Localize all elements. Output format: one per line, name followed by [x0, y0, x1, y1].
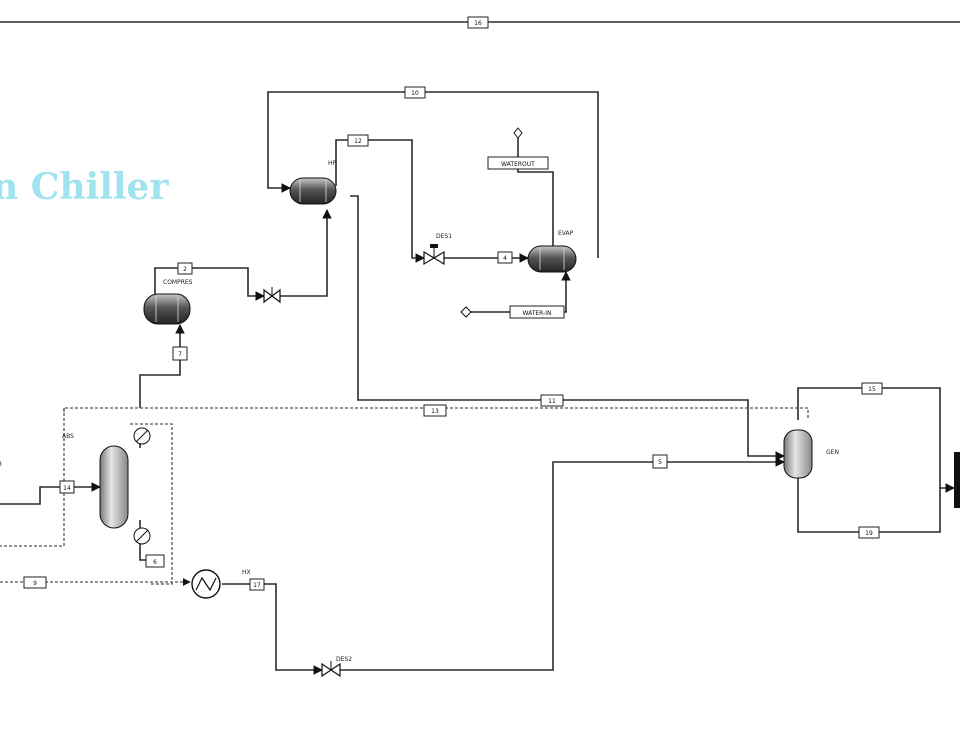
tag-9[interactable]: 9 — [23, 576, 47, 589]
svg-text:17: 17 — [253, 582, 261, 589]
svg-text:5: 5 — [658, 459, 662, 466]
svg-text:7: 7 — [178, 351, 182, 358]
stream-line-7 — [139, 324, 185, 408]
tag-13[interactable]: 13 — [423, 404, 447, 417]
tag-10[interactable]: 10 — [404, 86, 426, 99]
stream-line-waterout — [517, 138, 554, 246]
gen-label: GEN — [826, 449, 839, 456]
svg-text:13: 13 — [431, 408, 439, 415]
svg-text:14: 14 — [63, 485, 71, 492]
abs-boundary — [130, 423, 173, 585]
tag-2[interactable]: 2 — [177, 262, 193, 275]
evap-vessel[interactable] — [527, 245, 577, 273]
abs-label: ABS — [62, 433, 74, 440]
abs-column[interactable] — [99, 427, 151, 545]
compres-valve[interactable] — [263, 287, 281, 304]
evap-label: EVAP — [558, 230, 574, 237]
svg-text:15: 15 — [868, 386, 876, 393]
tag-15[interactable]: 15 — [861, 382, 883, 395]
svg-text:12: 12 — [354, 138, 362, 145]
stream-line-waterin — [466, 271, 571, 313]
waterin-terminal-icon — [460, 306, 472, 318]
svg-text:WATER-IN: WATER-IN — [522, 310, 551, 317]
tag-16[interactable]: 16 — [467, 16, 489, 29]
tag-3: 3 — [0, 461, 2, 468]
tag-12[interactable]: 12 — [347, 134, 369, 147]
svg-text:10: 10 — [411, 90, 419, 97]
svg-text:WATEROUT: WATEROUT — [501, 161, 535, 168]
stream-line-10 — [267, 91, 599, 258]
stream-line-2 — [154, 267, 265, 301]
svg-text:19: 19 — [865, 530, 873, 537]
stream-line-15 — [797, 387, 941, 488]
tag-waterout[interactable]: WATEROUT — [487, 156, 549, 170]
edge-block — [954, 452, 960, 508]
tag-waterin[interactable]: WATER-IN — [509, 305, 565, 319]
gen-vessel[interactable] — [783, 429, 813, 479]
compres-vessel[interactable] — [143, 293, 191, 325]
tag-7[interactable]: 7 — [172, 346, 188, 361]
des1-label: DES1 — [436, 233, 452, 240]
stream-line-5 — [340, 457, 785, 671]
des1-valve[interactable] — [423, 244, 445, 266]
svg-text:6: 6 — [153, 559, 157, 566]
svg-text:9: 9 — [33, 580, 37, 587]
diagram-title: n Chiller — [0, 166, 169, 208]
tag-17[interactable]: 17 — [249, 578, 265, 591]
svg-text:2: 2 — [183, 266, 187, 273]
tag-6[interactable]: 6 — [145, 554, 165, 568]
hp-vessel[interactable] — [289, 177, 337, 205]
tag-14[interactable]: 14 — [59, 480, 75, 494]
stream-line-14 — [0, 482, 101, 505]
des2-valve[interactable] — [321, 661, 341, 678]
hp-label: HP — [328, 160, 337, 167]
tag-11[interactable]: 11 — [540, 394, 564, 407]
compres-label: COMPRES — [163, 279, 193, 286]
stream-line-12 — [335, 139, 425, 263]
hx-label: HX — [242, 569, 251, 576]
tag-19[interactable]: 19 — [858, 526, 880, 539]
tag-5[interactable]: 5 — [652, 454, 668, 469]
tag-4[interactable]: 4 — [497, 251, 513, 264]
svg-text:11: 11 — [548, 398, 556, 405]
hx-exchanger[interactable] — [191, 569, 221, 599]
svg-text:4: 4 — [503, 255, 507, 262]
svg-text:16: 16 — [474, 20, 482, 27]
stream-line-19 — [797, 476, 955, 533]
stream-line-2b — [280, 209, 332, 297]
waterout-terminal-icon — [513, 127, 523, 139]
stream-line-11b — [0, 408, 65, 547]
des2-label: DES2 — [336, 656, 352, 663]
stream-line-17 — [222, 583, 323, 675]
